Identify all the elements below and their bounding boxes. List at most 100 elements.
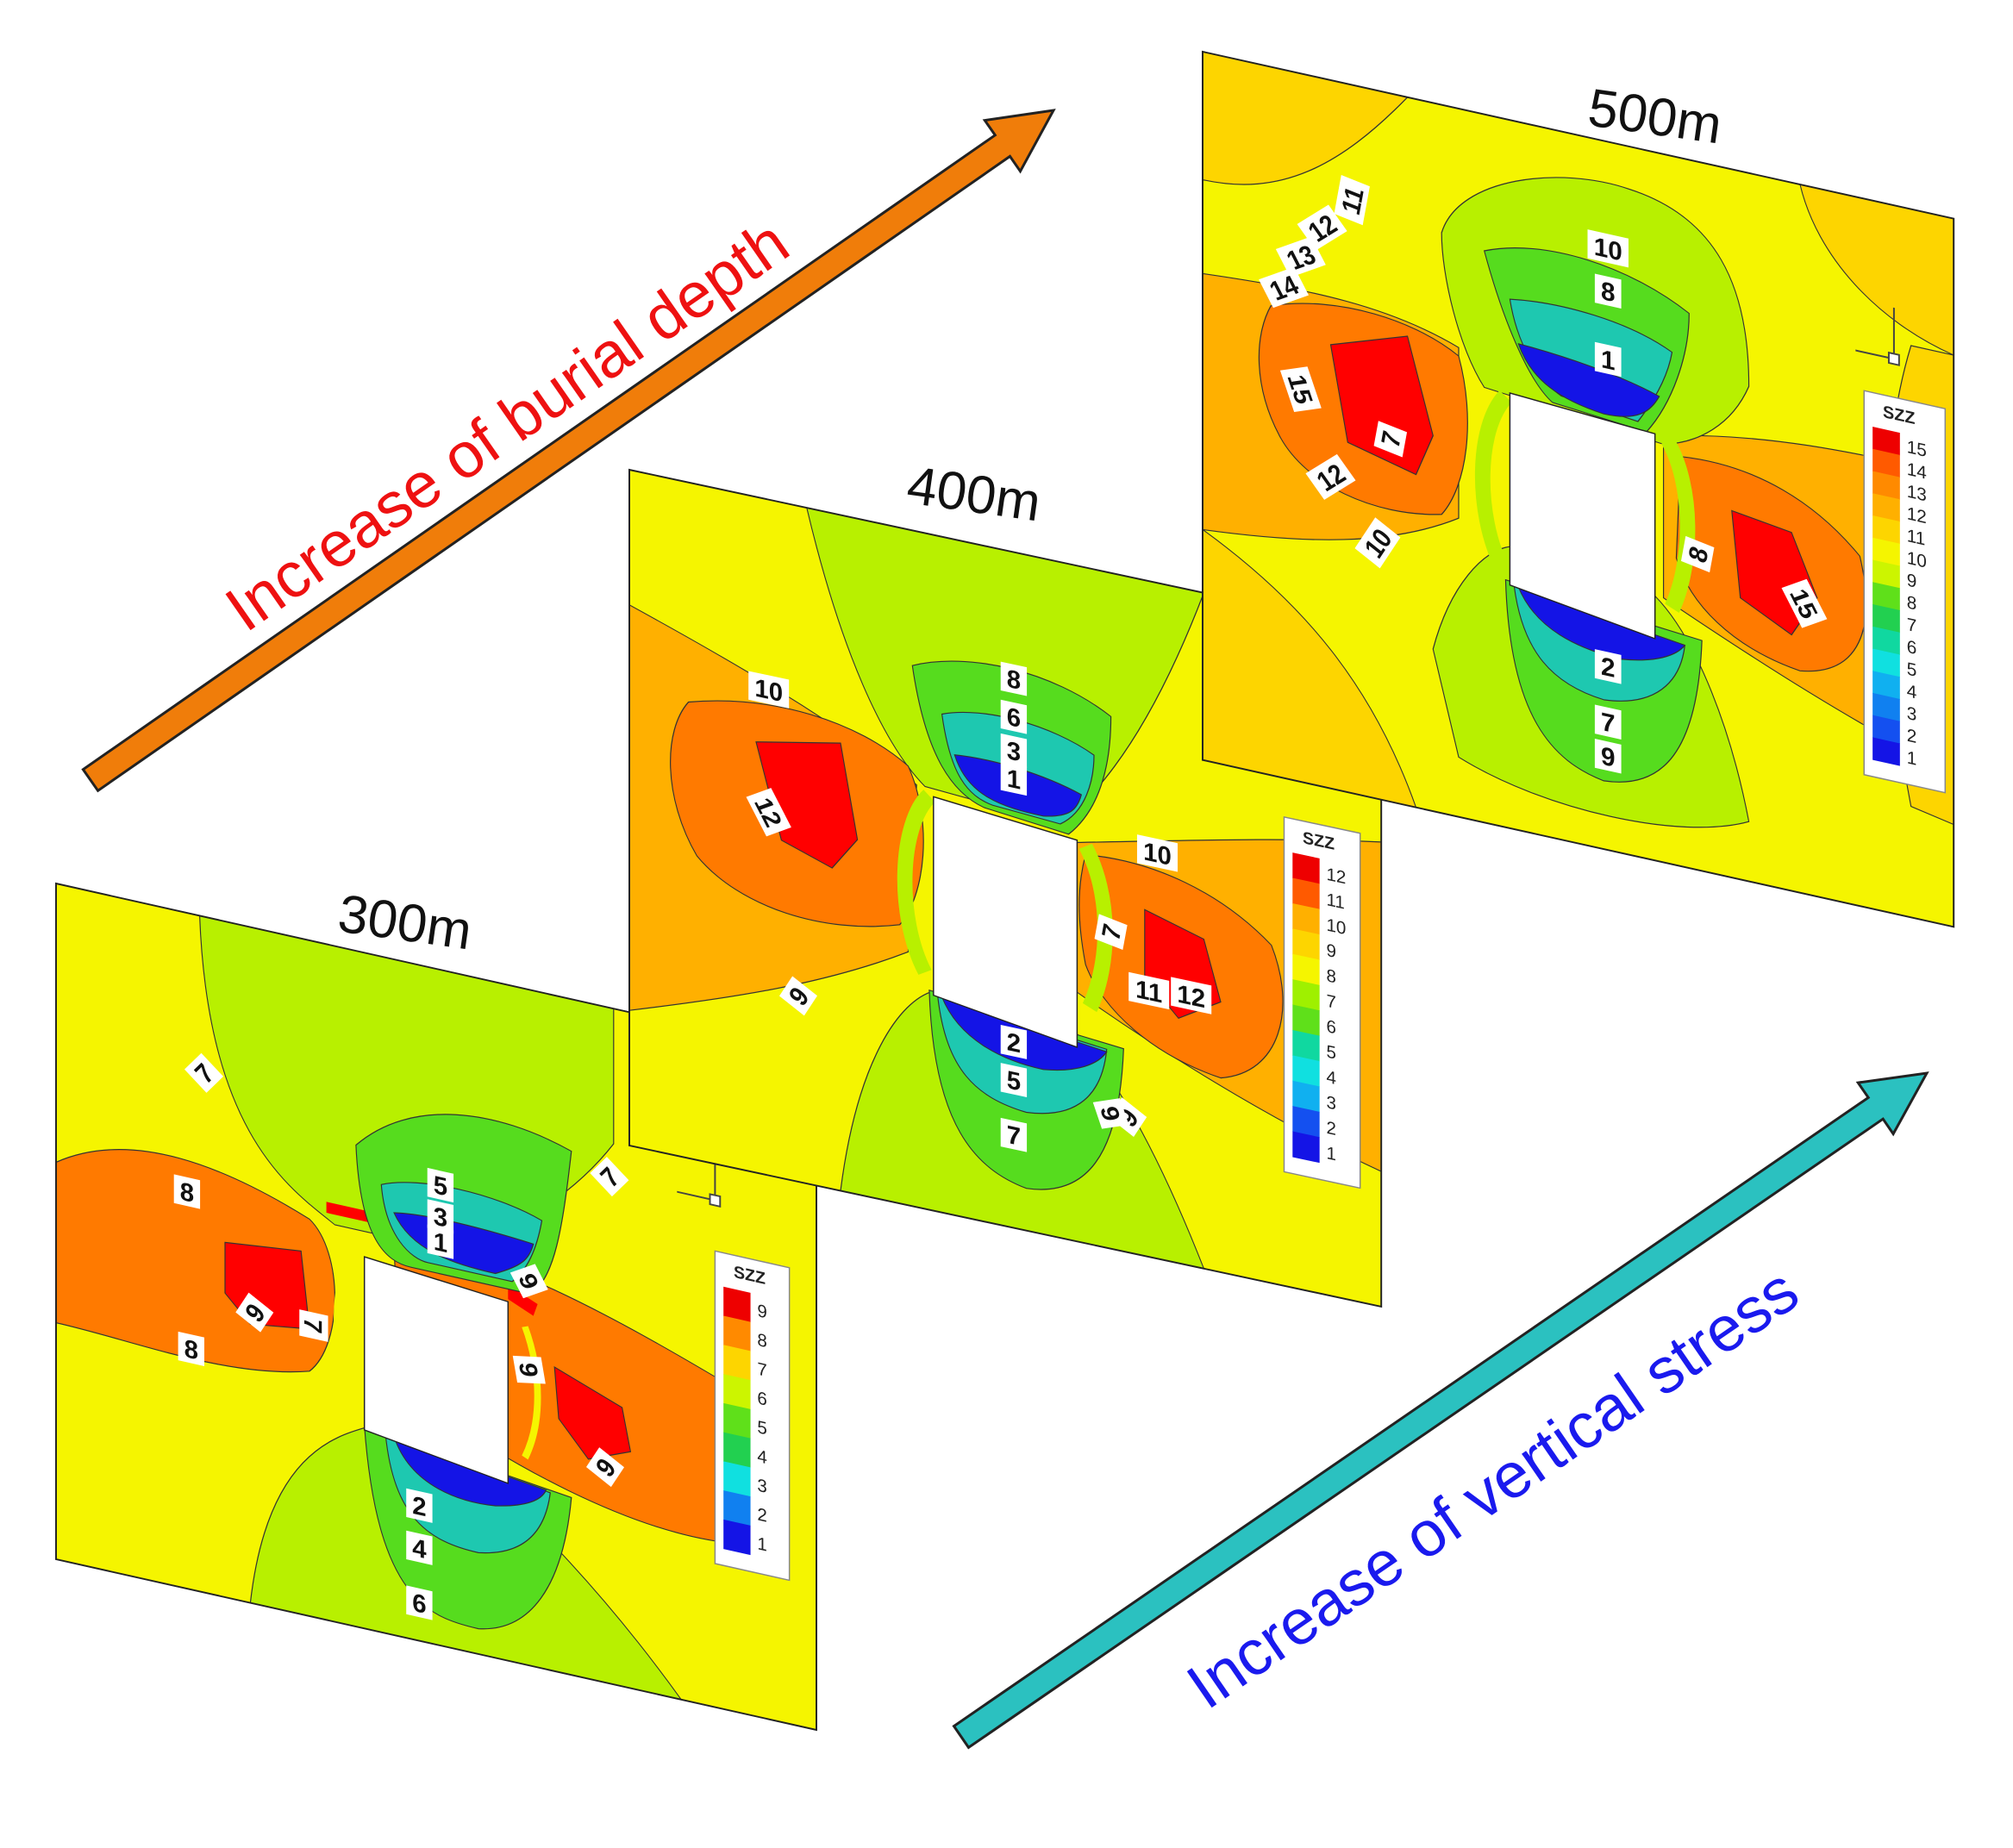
svg-text:1: 1 — [1601, 345, 1616, 376]
contour-label: 2 — [1594, 649, 1622, 684]
legend-tick-label: 7 — [1327, 991, 1336, 1013]
contour-label: 5 — [427, 1167, 454, 1203]
legend-swatch — [1292, 1080, 1320, 1113]
contour-label: 10 — [748, 671, 790, 709]
burial-depth-arrow — [81, 109, 1056, 793]
svg-text:2: 2 — [412, 1491, 426, 1522]
legend-tick-label: 13 — [1907, 482, 1927, 506]
contour-label: 7 — [1373, 421, 1408, 458]
contour-label: 8 — [1680, 535, 1715, 573]
contour-label: 9 — [512, 1355, 546, 1384]
legend-swatch — [1872, 692, 1900, 722]
contour-label: 10 — [1587, 229, 1629, 268]
legend-swatch — [1872, 715, 1900, 744]
svg-text:7: 7 — [1007, 1121, 1021, 1152]
legend-tick-label: 10 — [1327, 915, 1347, 940]
legend-tick-label: 9 — [757, 1301, 766, 1322]
vertical-stress-arrow — [952, 1071, 1929, 1750]
svg-text:9: 9 — [513, 1362, 543, 1377]
svg-text:1: 1 — [1007, 765, 1021, 796]
legend-swatch — [1872, 648, 1900, 677]
svg-text:9: 9 — [1094, 1105, 1125, 1123]
contour-label: 8 — [178, 1331, 204, 1366]
contour-label: 9 — [1594, 739, 1622, 774]
legend-tick-label: 3 — [1327, 1092, 1336, 1114]
svg-text:2: 2 — [1007, 1027, 1021, 1058]
legend-tick-label: 6 — [757, 1389, 766, 1410]
legend-swatch — [1292, 1055, 1320, 1087]
legend-swatch — [1872, 448, 1900, 478]
svg-text:2: 2 — [1601, 652, 1616, 684]
svg-text:6: 6 — [1007, 702, 1021, 734]
contour-label: 11 — [1128, 971, 1170, 1010]
contour-label: 3 — [427, 1199, 454, 1234]
contour-label: 9 — [510, 1264, 548, 1299]
contour-label: 2 — [1000, 1025, 1028, 1059]
legend-tick-label: 12 — [1907, 503, 1927, 528]
contour-label: 5 — [1000, 1063, 1028, 1097]
legend-swatch — [1872, 603, 1900, 634]
svg-text:8: 8 — [1007, 665, 1021, 696]
svg-text:11: 11 — [1135, 975, 1162, 1008]
legend-swatch — [1872, 626, 1900, 655]
contour-label: 8 — [173, 1174, 201, 1209]
legend-swatch — [723, 1402, 751, 1439]
contour-label: 4 — [406, 1530, 433, 1565]
legend-tick-label: 5 — [1327, 1042, 1336, 1064]
panel-400m-opening — [933, 796, 1078, 1048]
legend-swatch — [1872, 427, 1900, 456]
legend-swatch — [1872, 582, 1900, 611]
svg-text:5: 5 — [1007, 1065, 1021, 1096]
legend-swatch — [1292, 1004, 1320, 1037]
legend-swatch — [723, 1286, 751, 1323]
legend-tick-label: 4 — [757, 1446, 766, 1468]
panel-400m-title: 400m — [903, 456, 1044, 534]
legend-swatch — [723, 1519, 751, 1556]
contour-label: 8 — [1000, 661, 1028, 696]
svg-text:8: 8 — [180, 1177, 194, 1208]
contour-label: 6 — [1000, 699, 1028, 734]
legend-tick-label: 7 — [757, 1359, 766, 1381]
legend-swatch — [1292, 928, 1320, 960]
legend-tick-label: 6 — [1907, 637, 1917, 659]
svg-text:7: 7 — [298, 1315, 327, 1336]
legend-tick-label: 2 — [1907, 726, 1917, 747]
contour-label: 1 — [1594, 341, 1622, 378]
legend-tick-label: 3 — [1907, 703, 1917, 725]
svg-text:10: 10 — [1594, 233, 1622, 267]
legend-swatch — [1872, 671, 1900, 700]
legend-tick-label: 10 — [1907, 548, 1927, 572]
svg-text:6: 6 — [412, 1589, 426, 1620]
svg-text:4: 4 — [412, 1533, 427, 1564]
legend-tick-label: 4 — [1907, 681, 1917, 702]
legend-swatch — [1292, 852, 1320, 884]
contour-label: 1 — [1000, 761, 1028, 796]
vertical-stress-label: Increase of vertical stress — [1174, 1254, 1810, 1723]
contour-label: 7 — [1094, 914, 1128, 951]
legend-tick-label: 8 — [757, 1330, 766, 1352]
legend-tick-label: 11 — [1327, 890, 1345, 913]
legend-swatch — [1292, 902, 1320, 935]
legend-tick-label: 1 — [1907, 748, 1917, 770]
legend-tick-label: 1 — [1327, 1143, 1336, 1164]
legend-tick-label: 4 — [1327, 1067, 1336, 1089]
legend-swatch — [1872, 515, 1900, 545]
legend-swatch — [1292, 979, 1320, 1011]
legend-swatch — [723, 1490, 751, 1526]
contour-label: 2 — [406, 1488, 433, 1523]
legend-tick-label: 12 — [1327, 865, 1347, 889]
legend-tick-label: 9 — [1327, 940, 1336, 962]
contour-label: 7 — [1594, 704, 1622, 740]
panel-500m-axis-icon — [1855, 307, 1900, 366]
legend-swatch — [1872, 471, 1900, 500]
legend-swatch — [723, 1461, 751, 1497]
legend-swatch — [1872, 559, 1900, 589]
svg-text:10: 10 — [1143, 837, 1172, 871]
legend-swatch — [723, 1345, 751, 1381]
contour-label: 14 — [1259, 266, 1310, 309]
legend-swatch — [1292, 953, 1320, 986]
